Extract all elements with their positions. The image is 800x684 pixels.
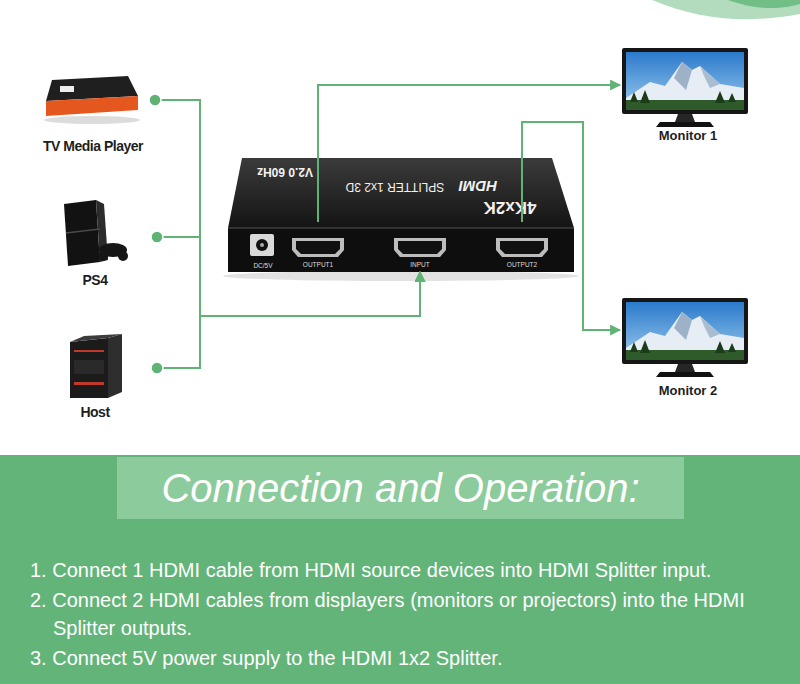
console-front	[64, 200, 100, 266]
connector-dot	[149, 94, 161, 106]
hdmi-logo: HDMI	[459, 179, 497, 194]
steps-list: 1. Connect 1 HDMI cable from HDMI source…	[30, 556, 780, 674]
hdmi-socket	[500, 241, 544, 254]
pc-front	[70, 338, 108, 398]
hdmi-socket	[398, 241, 442, 254]
monitor-illustration	[622, 298, 748, 377]
device-shadow	[44, 116, 140, 124]
console-groove	[66, 229, 100, 233]
pc-grille	[74, 360, 104, 374]
splitter-shadow	[223, 271, 579, 281]
splitter-front	[228, 228, 574, 272]
connector-arrow	[155, 272, 420, 368]
corner-decoration	[728, 0, 800, 8]
device-box: PS4	[35, 195, 155, 295]
connector-arrow	[155, 237, 420, 316]
splitter-edge	[228, 228, 574, 229]
device-box: TV Media Player	[33, 70, 153, 160]
power-jack	[260, 243, 264, 247]
monitor-box: Monitor 1	[620, 45, 755, 145]
splitter-spec: V2.0 60Hz	[257, 166, 313, 178]
power-jack	[250, 234, 274, 256]
hdmi-socket	[292, 238, 344, 257]
instruction-step: 2. Connect 2 HDMI cables from displayers…	[30, 586, 780, 642]
media-player-badge	[60, 86, 74, 92]
device-label: Host	[80, 405, 109, 419]
monitor-label: Monitor 1	[659, 129, 718, 142]
splitter-name: SPLITTER 1x2 3D	[346, 181, 445, 193]
port-label: DC/5V	[253, 263, 272, 270]
controller	[98, 251, 108, 261]
pc-side	[108, 334, 122, 398]
title-banner	[117, 457, 684, 519]
pc-top	[70, 334, 122, 342]
hdmi-socket	[296, 241, 340, 254]
console-side	[96, 200, 108, 262]
connector-arrow	[318, 85, 620, 222]
monitor-label: Monitor 2	[659, 384, 718, 397]
corner-decoration	[652, 0, 800, 19]
port-label: INPUT	[410, 262, 430, 269]
port-label: OUTPUT2	[507, 262, 537, 269]
instruction-step: 3. Connect 5V power supply to the HDMI 1…	[30, 644, 780, 672]
monitor-box: Monitor 2	[620, 300, 755, 400]
device-label: PS4	[83, 273, 108, 287]
pc-accent	[74, 382, 104, 385]
banner-title: Connection and Operation:	[117, 457, 684, 519]
hdmi-port: OUTPUT2	[494, 222, 550, 272]
power-jack	[256, 239, 268, 251]
footer-band	[0, 455, 800, 684]
splitter-top	[228, 158, 574, 228]
connector-dot	[151, 231, 163, 243]
device-box: Host	[35, 330, 155, 425]
connector-dot	[151, 362, 163, 374]
controller	[118, 251, 128, 261]
hdmi-socket	[394, 238, 446, 257]
connector-arrow	[522, 122, 620, 330]
port-label: OUTPUT1	[303, 262, 333, 269]
background	[0, 0, 800, 455]
connector-arrow	[153, 100, 420, 316]
media-player-front	[46, 96, 138, 116]
instruction-step: 1. Connect 1 HDMI cable from HDMI source…	[30, 556, 780, 584]
pc-accent	[74, 350, 104, 352]
hdmi-port: OUTPUT1	[290, 222, 346, 272]
resolution-label: 4Kx2K	[484, 199, 537, 216]
hdmi-port: INPUT	[392, 222, 448, 272]
hdmi-socket	[496, 238, 548, 257]
device-label: TV Media Player	[43, 139, 143, 153]
splitter-box: V2.0 60HzSPLITTER 1x2 3D HDMI 4Kx2K DC/5V OU…	[228, 150, 574, 274]
monitor-illustration	[622, 48, 748, 127]
power-port: DC/5V	[248, 228, 278, 274]
